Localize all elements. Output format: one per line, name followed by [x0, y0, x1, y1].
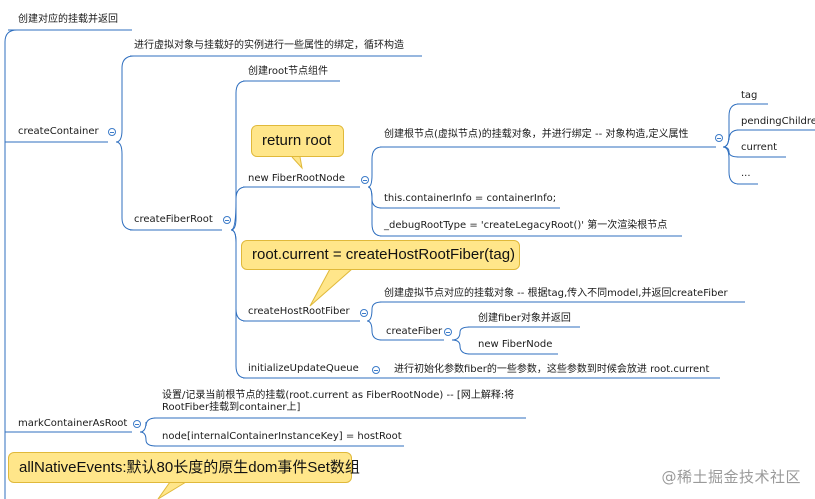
node-root-node-desc[interactable]: 创建根节点(虚拟节点)的挂载对象，并进行绑定 -- 对象构造,定义属性	[384, 129, 689, 140]
node-prop-more[interactable]: ...	[741, 168, 751, 179]
node-debug-root-type[interactable]: _debugRootType = 'createLegacyRoot()' 第一…	[384, 220, 668, 231]
callout-return-root: return root	[251, 125, 344, 157]
collapse-toggle-icon[interactable]	[360, 309, 368, 317]
node-create-fiber-root[interactable]: createFiberRoot	[134, 214, 213, 225]
node-container-info[interactable]: this.containerInfo = containerInfo;	[384, 193, 557, 204]
collapse-toggle-icon[interactable]	[133, 420, 141, 428]
node-top-return[interactable]: 创建对应的挂载并返回	[18, 14, 118, 25]
callout-all-native-events: allNativeEvents:默认80长度的原生dom事件Set数组	[8, 452, 360, 483]
node-prop-tag[interactable]: tag	[741, 90, 758, 101]
collapse-toggle-icon[interactable]	[444, 328, 452, 336]
node-mark-desc[interactable]: 设置/记录当前根节点的挂载(root.current as FiberRootN…	[162, 390, 515, 413]
node-initialize-update-queue[interactable]: initializeUpdateQueue	[248, 363, 359, 374]
node-key-assignment[interactable]: node[internalContainerInstanceKey] = hos…	[162, 431, 402, 442]
collapse-toggle-icon[interactable]	[361, 176, 369, 184]
node-mark-container-as-root[interactable]: markContainerAsRoot	[18, 418, 128, 429]
collapse-toggle-icon[interactable]	[715, 134, 723, 142]
node-create-fiber-obj[interactable]: 创建fiber对象并返回	[478, 313, 571, 324]
node-prop-pending[interactable]: pendingChildre	[741, 116, 815, 127]
node-new-fiber-node[interactable]: new FiberNode	[478, 339, 553, 350]
node-create-container[interactable]: createContainer	[18, 126, 99, 137]
node-bind-desc[interactable]: 进行虚拟对象与挂载好的实例进行一些属性的绑定，循环构造	[134, 40, 404, 51]
collapse-toggle-icon[interactable]	[223, 216, 231, 224]
collapse-toggle-icon[interactable]	[108, 128, 116, 136]
node-prop-current[interactable]: current	[741, 142, 778, 153]
node-create-root-component[interactable]: 创建root节点组件	[248, 66, 329, 77]
node-create-fiber[interactable]: createFiber	[386, 326, 443, 337]
watermark: @稀土掘金技术社区	[661, 468, 801, 486]
node-update-queue-desc[interactable]: 进行初始化参数fiber的一些参数，这些参数到时候会放进 root.curren…	[394, 364, 710, 375]
node-new-fiber-root-node[interactable]: new FiberRootNode	[248, 173, 346, 184]
collapse-toggle-icon[interactable]	[372, 366, 380, 374]
node-host-root-desc[interactable]: 创建虚拟节点对应的挂载对象 -- 根据tag,传入不同model,并返回crea…	[384, 288, 728, 299]
callout-root-current: root.current = createHostRootFiber(tag)	[241, 240, 520, 270]
node-create-host-root-fiber[interactable]: createHostRootFiber	[248, 306, 350, 317]
